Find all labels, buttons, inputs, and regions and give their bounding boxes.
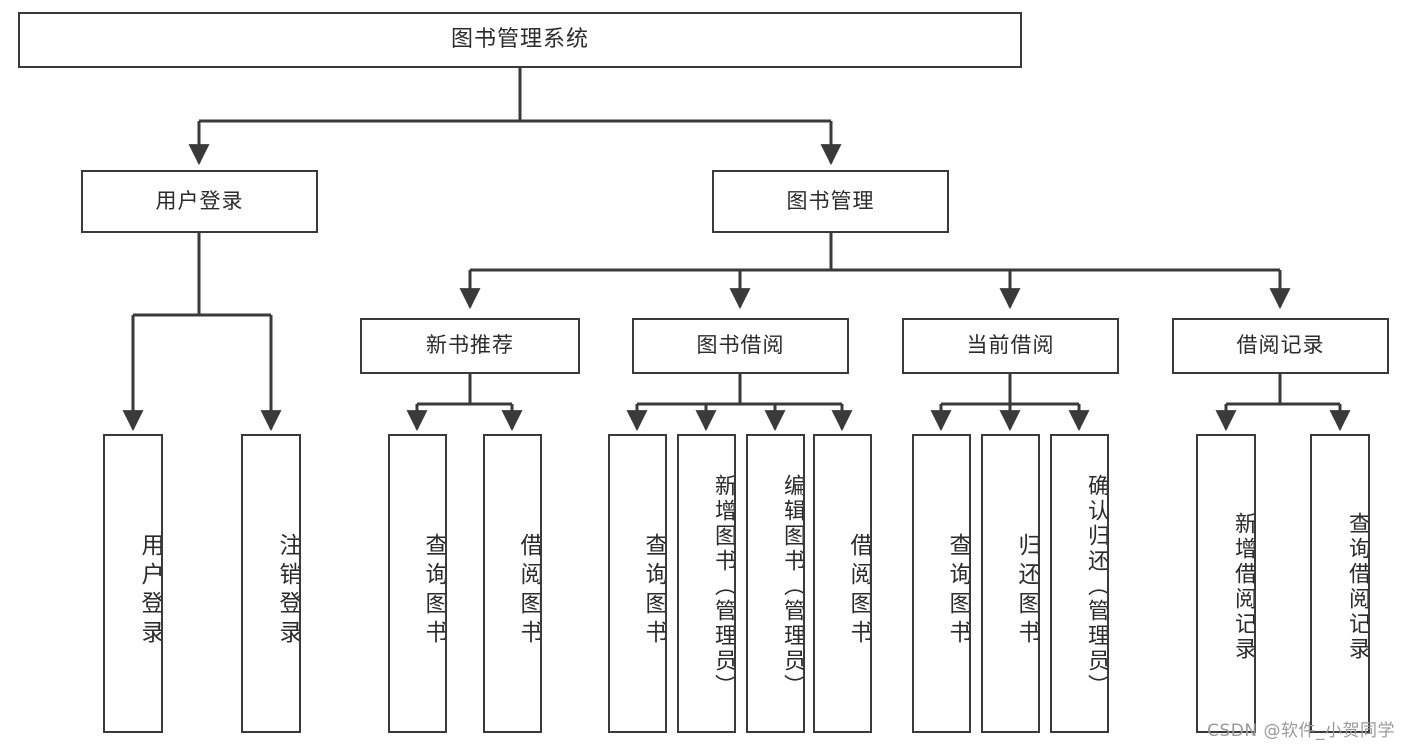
node-book-management[interactable]: 图书管理 bbox=[712, 170, 949, 233]
leaf-return-book[interactable]: 归还图书 bbox=[981, 434, 1040, 733]
node-user-login[interactable]: 用户登录 bbox=[81, 170, 318, 233]
node-borrow-record[interactable]: 借阅记录 bbox=[1172, 318, 1389, 374]
node-new-book-recommend[interactable]: 新书推荐 bbox=[360, 318, 580, 374]
leaf-add-book-admin[interactable]: 新增图书（管理员） bbox=[677, 434, 736, 733]
leaf-add-borrow-record[interactable]: 新增借阅记录 bbox=[1196, 434, 1256, 733]
node-book-borrow[interactable]: 图书借阅 bbox=[632, 318, 849, 374]
node-root-book-management-system[interactable]: 图书管理系统 bbox=[18, 12, 1022, 68]
leaf-edit-book-admin[interactable]: 编辑图书（管理员） bbox=[746, 434, 805, 733]
leaf-query-book-recommend[interactable]: 查询图书 bbox=[388, 434, 447, 733]
leaf-query-book-current[interactable]: 查询图书 bbox=[912, 434, 971, 733]
leaf-user-login[interactable]: 用户登录 bbox=[103, 434, 163, 733]
leaf-logout[interactable]: 注销登录 bbox=[241, 434, 301, 733]
leaf-query-borrow-record[interactable]: 查询借阅记录 bbox=[1310, 434, 1370, 733]
leaf-confirm-return-admin[interactable]: 确认归还（管理员） bbox=[1050, 434, 1109, 733]
leaf-borrow-book-recommend[interactable]: 借阅图书 bbox=[483, 434, 542, 733]
leaf-query-book-borrow[interactable]: 查询图书 bbox=[608, 434, 667, 733]
leaf-borrow-book[interactable]: 借阅图书 bbox=[813, 434, 872, 733]
node-current-borrow[interactable]: 当前借阅 bbox=[902, 318, 1119, 374]
watermark-text: CSDN @软件_小贺同学 bbox=[1207, 721, 1395, 741]
